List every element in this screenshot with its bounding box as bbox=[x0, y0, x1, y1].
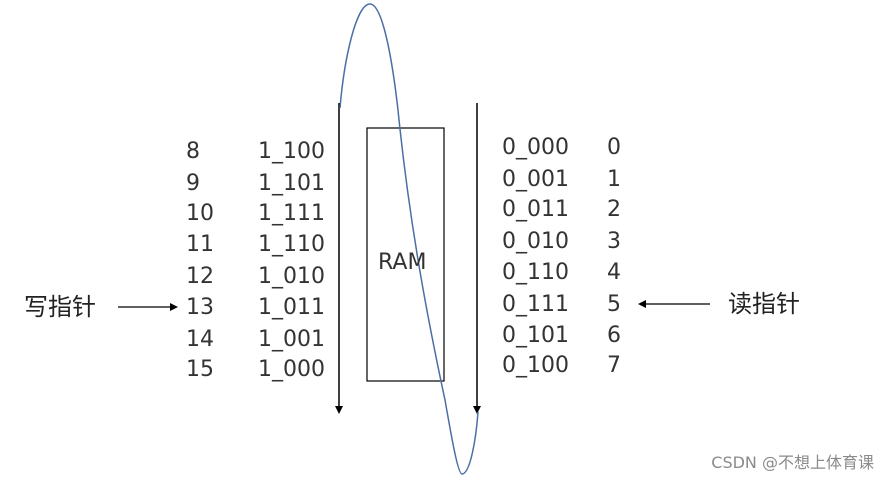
left-gray-code: 1_111 bbox=[258, 201, 325, 226]
left-gray-code: 1_011 bbox=[258, 295, 325, 320]
right-gray-code: 0_010 bbox=[502, 229, 569, 254]
left-gray-code: 1_110 bbox=[258, 232, 325, 257]
right-gray-code: 0_011 bbox=[502, 197, 569, 222]
right-index: 0 bbox=[607, 135, 621, 160]
right-gray-code: 0_100 bbox=[502, 353, 569, 378]
right-index: 6 bbox=[607, 323, 621, 348]
ram-label: RAM bbox=[378, 250, 427, 275]
right-index: 1 bbox=[607, 167, 621, 192]
right-gray-code: 0_101 bbox=[502, 323, 569, 348]
right-index: 4 bbox=[607, 260, 621, 285]
wraparound-curve bbox=[339, 3, 479, 475]
left-index: 8 bbox=[186, 139, 200, 164]
right-gray-code: 0_001 bbox=[502, 167, 569, 192]
left-index: 15 bbox=[186, 357, 214, 382]
write-pointer-label: 写指针 bbox=[24, 293, 96, 321]
ram-box bbox=[366, 127, 445, 382]
left-index: 10 bbox=[186, 201, 214, 226]
right-index: 2 bbox=[607, 197, 621, 222]
left-index: 12 bbox=[186, 264, 214, 289]
left-index: 14 bbox=[186, 327, 214, 352]
left-gray-code: 1_101 bbox=[258, 171, 325, 196]
left-index: 13 bbox=[186, 295, 214, 320]
right-index: 5 bbox=[607, 292, 621, 317]
right-index: 7 bbox=[607, 353, 621, 378]
read-pointer-label: 读指针 bbox=[728, 290, 800, 318]
right-gray-code: 0_000 bbox=[502, 135, 569, 160]
right-gray-code: 0_111 bbox=[502, 292, 569, 317]
left-gray-code: 1_100 bbox=[258, 139, 325, 164]
left-gray-code: 1_010 bbox=[258, 264, 325, 289]
left-gray-code: 1_000 bbox=[258, 357, 325, 382]
right-index: 3 bbox=[607, 229, 621, 254]
csdn-watermark: CSDN @不想上体育课 bbox=[711, 453, 874, 472]
right-gray-code: 0_110 bbox=[502, 260, 569, 285]
left-gray-code: 1_001 bbox=[258, 327, 325, 352]
left-index: 11 bbox=[186, 232, 214, 257]
left-index: 9 bbox=[186, 171, 200, 196]
